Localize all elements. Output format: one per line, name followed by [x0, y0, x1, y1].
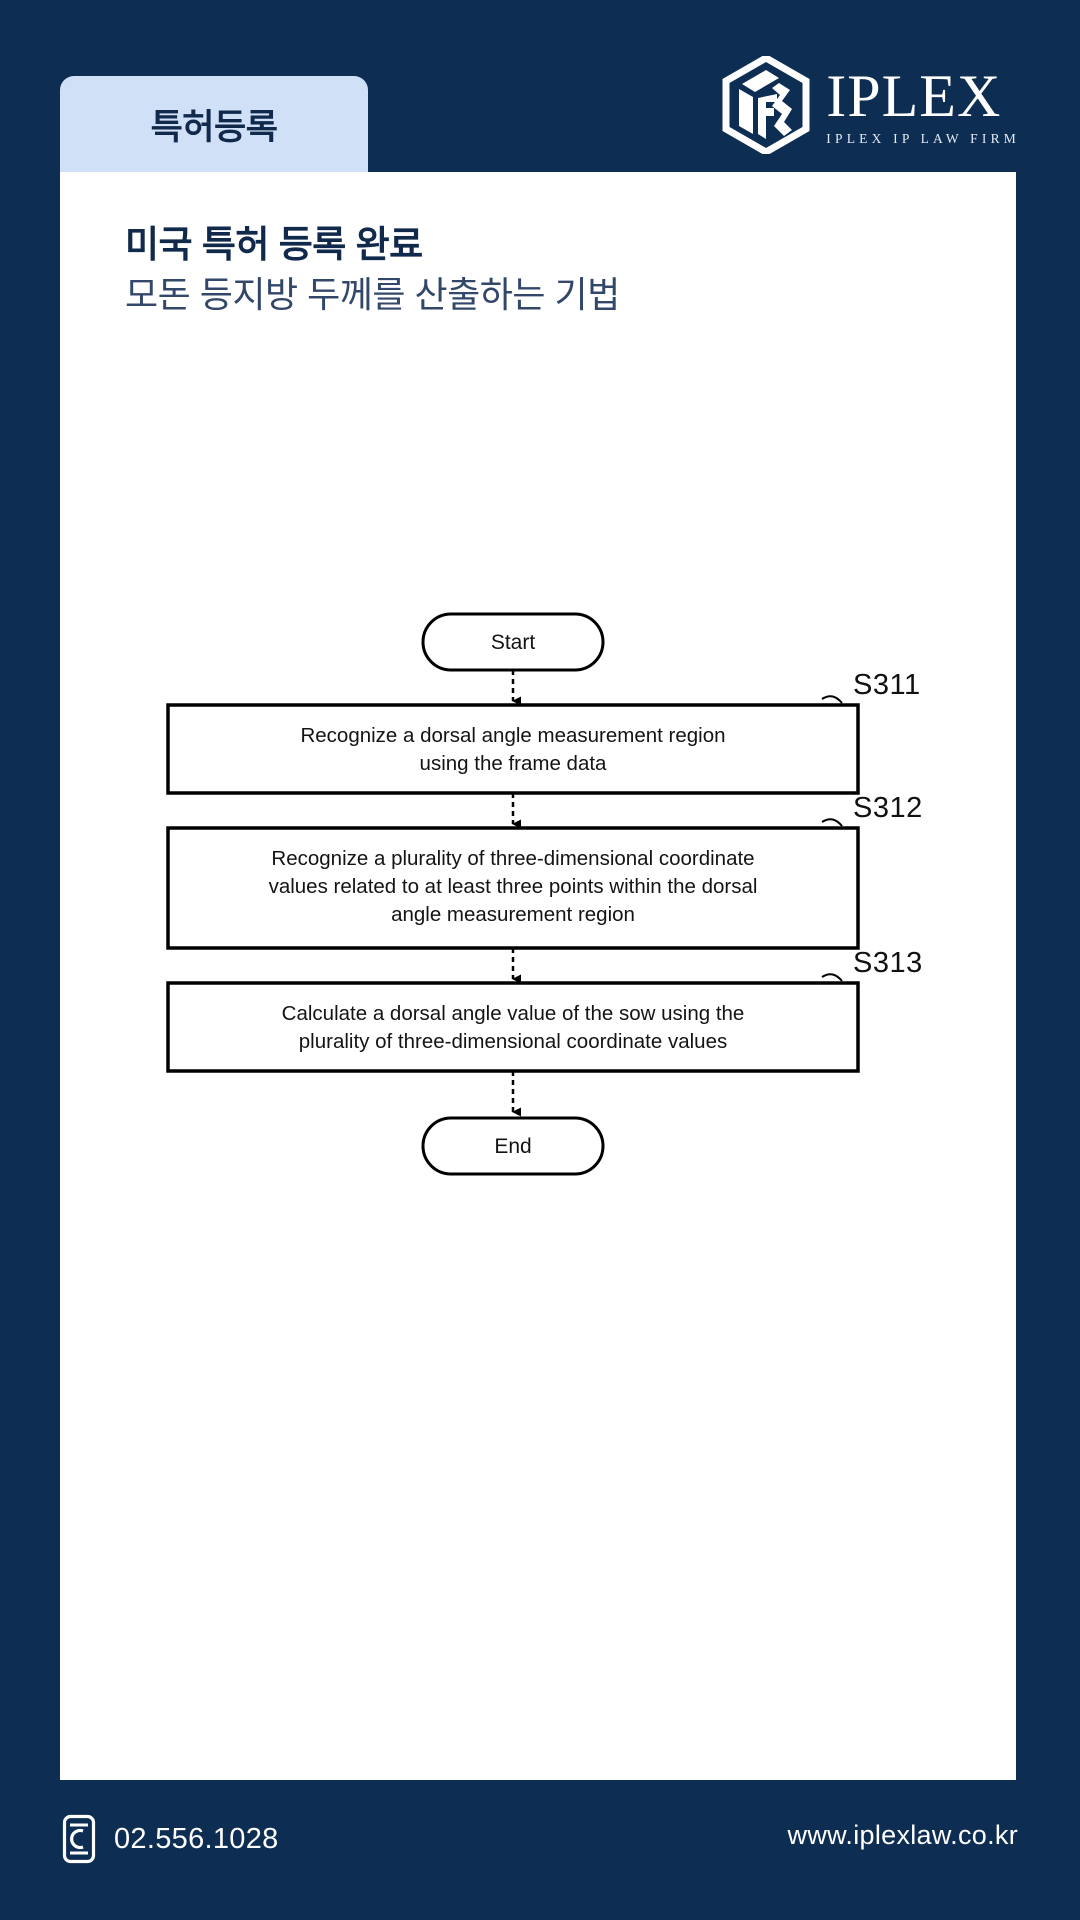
flow-start-label: Start [491, 631, 536, 654]
flow-step-text-s312-line1: Recognize a plurality of three-dimension… [271, 847, 754, 870]
category-tab[interactable]: 특허등록 [60, 76, 368, 172]
mobile-phone-icon [62, 1814, 96, 1864]
patent-flowchart-figure: Start S311 Recognize a dorsal angle meas… [60, 602, 1016, 1382]
content-card: 미국 특허 등록 완료 모돈 등지방 두께를 산출하는 기법 Start S31… [60, 172, 1016, 1780]
flow-step-text-s312-line2: values related to at least three points … [269, 875, 758, 898]
page-header: 특허등록 IPLEX IPLEX IP LAW FIRM [0, 0, 1080, 172]
flow-leader-line-s313 [821, 973, 843, 982]
brand-logo: IPLEX IPLEX IP LAW FIRM [722, 56, 1020, 154]
footer-website[interactable]: www.iplexlaw.co.kr [787, 1820, 1018, 1850]
flow-end-label: End [494, 1135, 531, 1158]
flow-step-id-s311: S311 [853, 669, 921, 701]
footer-contact[interactable]: 02.556.1028 [62, 1814, 279, 1864]
flow-node-s311: S311 Recognize a dorsal angle measuremen… [166, 669, 921, 795]
page-footer: 02.556.1028 www.iplexlaw.co.kr [0, 1780, 1080, 1920]
flow-step-id-s312: S312 [853, 792, 923, 824]
flow-leader-line-s312 [821, 818, 843, 827]
flow-leader-line-s311 [821, 695, 843, 704]
flow-step-text-s311-line2: using the frame data [420, 752, 607, 775]
flow-step-text-s311-line1: Recognize a dorsal angle measurement reg… [300, 724, 725, 747]
flow-step-text-s312-line3: angle measurement region [391, 903, 635, 926]
flow-node-end: End [421, 1116, 605, 1176]
flow-step-text-s313-line2: plurality of three-dimensional coordinat… [299, 1030, 727, 1053]
brand-name: IPLEX [826, 62, 1002, 129]
flow-step-text-s313-line1: Calculate a dorsal angle value of the so… [282, 1002, 745, 1025]
flow-step-id-s313: S313 [853, 947, 923, 979]
brand-text: IPLEX IPLEX IP LAW FIRM [826, 64, 1020, 147]
footer-phone-number: 02.556.1028 [114, 1822, 279, 1855]
brand-tagline: IPLEX IP LAW FIRM [826, 130, 1020, 146]
flow-node-s313: S313 Calculate a dorsal angle value of t… [166, 947, 923, 1073]
hexagon-iplex-logo-icon [722, 56, 810, 154]
page-title: 미국 특허 등록 완료 [125, 224, 423, 265]
page-subtitle: 모돈 등지방 두께를 산출하는 기법 [125, 274, 620, 316]
flow-node-start: Start [421, 612, 605, 672]
title-block: 미국 특허 등록 완료 모돈 등지방 두께를 산출하는 기법 [125, 222, 955, 319]
flow-node-s312: S312 Recognize a plurality of three-dime… [166, 792, 923, 950]
category-tab-label: 특허등록 [150, 107, 278, 147]
